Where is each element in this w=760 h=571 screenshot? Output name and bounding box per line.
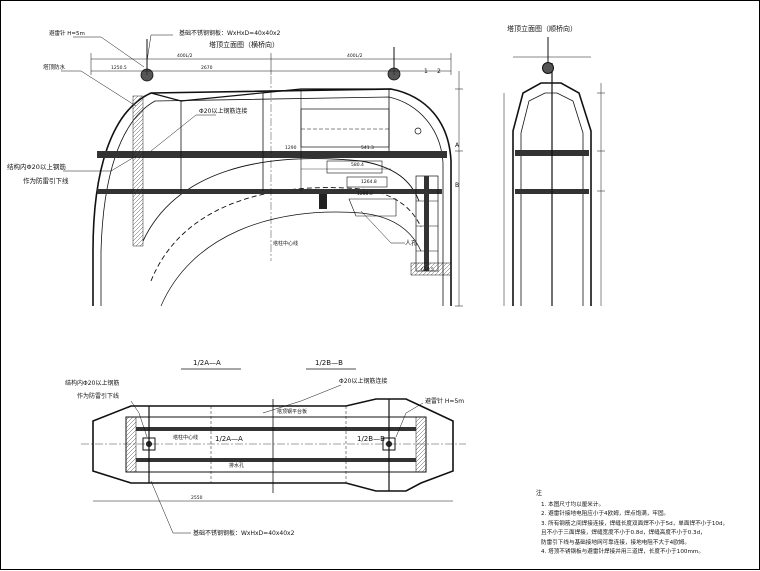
front-label-access: 人孔 <box>405 239 417 247</box>
plan-leader-rod <box>395 402 424 438</box>
front-callout-anchor-plate: 基础不锈钢钢板：WxHxD=40x40x2 <box>179 29 281 37</box>
front-lower-beam <box>97 189 442 194</box>
plan-view <box>81 368 466 534</box>
front-view-labels: 塔顶立面图（横桥向） 基础不锈钢钢板：WxHxD=40x40x2 避雷针 H=5… <box>7 29 460 273</box>
plan-view-labels: 1/2A—A 1/2B—B 1/2A—A 1/2B—B 结构内Φ20以上钢筋 作… <box>65 359 464 537</box>
front-leader-access <box>360 210 405 244</box>
note-line-3: 3. 所有钢筋之间焊接连接，焊缝长度双面焊不小于5d，单面焊不小于10d， <box>541 520 729 527</box>
side-view <box>503 37 605 306</box>
plan-inner-label-a: 1/2A—A <box>215 435 243 443</box>
plan-callout-rebar-2: 作为防雷引下线 <box>77 392 119 400</box>
front-hole-marker <box>414 127 422 135</box>
front-dim-sub-1: 1250.5 <box>111 65 127 71</box>
front-callout-rebar-left-1: 结构内Φ20以上钢筋 <box>7 162 66 171</box>
plan-section-a-title: 1/2A—A <box>193 359 221 367</box>
front-main-beam <box>97 151 447 158</box>
front-label-height-1: 1 <box>424 68 428 75</box>
front-callout-sealant: 塔顶防水 <box>43 63 66 71</box>
note-line-4: 且不小于三面焊接，焊缝宽度不小于0.8d，焊缝高度不小于0.3d， <box>541 530 706 537</box>
plan-section-b-title: 1/2B—B <box>315 359 343 367</box>
note-line-1: 1. 本图尺寸均以厘米计。 <box>541 502 605 508</box>
plan-callout-bottom-plate: 基础不锈钢钢板：WxHxD=40x40x2 <box>193 529 295 537</box>
plan-mid-band-top <box>136 427 416 431</box>
plan-inner-label-b: 1/2B—B <box>357 435 385 443</box>
front-leader-rebar-left <box>63 155 137 172</box>
front-callout-rebar-top: Φ20以上钢筋连接 <box>199 107 247 115</box>
plan-callout-steel: 塔顶钢平台板 <box>277 408 307 415</box>
plan-leader-conn <box>262 384 342 414</box>
front-callout-lightning-rod: 避雷针 H=5m <box>49 29 85 37</box>
notes-heading: 注 <box>536 490 543 497</box>
front-view-title: 塔顶立面图（横桥向） <box>209 40 279 49</box>
plan-leader-rebar <box>130 400 148 438</box>
side-inner-outline <box>520 92 584 306</box>
front-dim-sub-5: 541.3 <box>361 145 374 151</box>
front-dim-sub-3: 1290 <box>285 145 297 151</box>
side-rod-ball <box>542 62 554 74</box>
plan-callout-rod: 避雷针 H=5m <box>425 397 464 405</box>
front-ladder-fill <box>424 176 429 271</box>
plan-inner-box <box>125 416 427 473</box>
plan-leader-bottom <box>150 480 191 534</box>
front-outer-outline <box>92 88 452 306</box>
front-label-section-a: A <box>455 142 460 149</box>
front-center-slab <box>348 198 397 217</box>
plan-label-center: 塔柱中心线 <box>173 434 198 441</box>
front-inner-outline <box>100 96 444 306</box>
front-support-block <box>319 194 327 209</box>
note-line-2: 2. 避雷针接地电阻应小于4欧姆，焊点饱满，牢固。 <box>541 511 670 518</box>
front-arch-2 <box>150 187 422 282</box>
front-left-column <box>132 95 144 247</box>
plan-left-hatch <box>125 416 137 473</box>
front-leader-rebar-top <box>150 114 216 152</box>
plan-callout-rebar-conn: Φ20以上钢筋连接 <box>339 377 387 385</box>
front-leader-plate <box>146 34 173 62</box>
front-dim-sub-6: 1264.8 <box>361 179 377 185</box>
front-label-centerline: 塔柱中心线 <box>273 240 298 247</box>
front-top-box <box>300 108 390 148</box>
front-arch-3 <box>160 211 422 307</box>
front-bottom-right-box <box>410 262 452 276</box>
front-label-right-dim: 630.5 <box>421 267 434 273</box>
front-dim-sub-7: 1288.0 <box>357 191 373 197</box>
plan-label-dim: 2550 <box>191 495 203 501</box>
plan-mid-band-bottom <box>136 458 416 462</box>
front-leader-sealant <box>61 70 137 107</box>
front-dim-top-right: 400L/2 <box>347 53 363 59</box>
note-line-6: 4. 塔顶不锈钢板与避雷针焊接并用三道焊，长度不小于100mm。 <box>541 549 704 556</box>
plan-label-drain: 排水孔 <box>229 462 244 469</box>
side-view-title: 塔顶立面图（顺桥向） <box>507 24 577 33</box>
front-leader-rod <box>73 36 145 68</box>
front-arch-1 <box>142 158 420 242</box>
front-label-height-2: 2 <box>437 68 441 75</box>
front-center-box-2 <box>346 176 388 188</box>
notes-list: 1. 本图尺寸均以厘米计。 2. 避雷针接地电阻应小于4欧姆，焊点饱满，牢固。 … <box>541 501 728 557</box>
front-callout-rebar-left-2: 作为防雷引下线 <box>23 176 69 185</box>
front-center-box-1 <box>326 160 383 174</box>
front-top-deck <box>150 88 391 102</box>
side-outer-outline <box>512 82 592 306</box>
front-dim-top-left: 400L/2 <box>177 53 193 59</box>
front-view <box>61 34 463 307</box>
front-dim-sub-2: 2670 <box>201 65 213 71</box>
front-label-section-b: B <box>455 182 459 189</box>
front-dim-sub-4: 580.4 <box>351 162 364 168</box>
note-line-5: 防雷引下线与基础接地网可靠连接，接地电阻不大于4欧姆。 <box>541 539 690 546</box>
plan-callout-rebar-1: 结构内Φ20以上钢筋 <box>65 379 119 387</box>
plan-outer-outline <box>92 398 454 492</box>
plan-right-hatch <box>415 416 427 473</box>
